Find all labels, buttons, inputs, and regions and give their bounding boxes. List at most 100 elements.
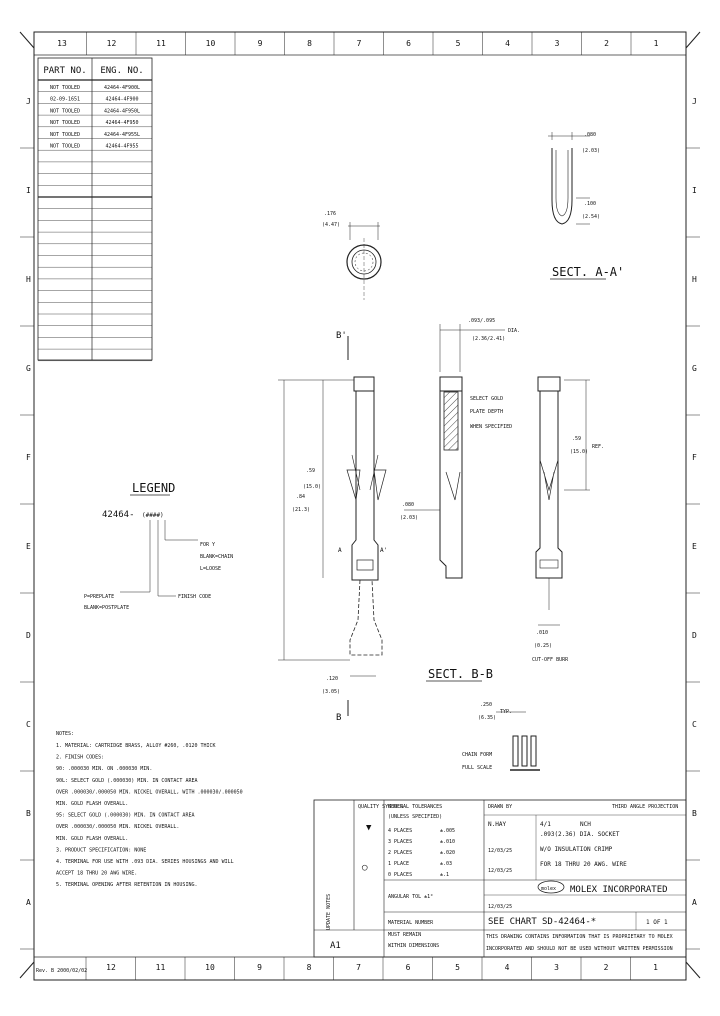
eng-number-cell: 42464-4F955L	[104, 132, 140, 138]
label-a-prime: A'	[380, 547, 387, 554]
section-aa-view: .080 (2.03) .100 (2.54) SECT. A-A'	[548, 132, 624, 280]
zone-bottom-2: 2	[604, 963, 609, 972]
legend: LEGEND 42464- (####) FOR Y BLANK=CHAIN L…	[84, 481, 233, 611]
zone-right-G: G	[692, 364, 697, 373]
legend-finish: FINISH CODE	[178, 594, 211, 600]
title-block: GENERAL TOLERANCES (UNLESS SPECIFIED) QU…	[313, 799, 687, 958]
legend-title: LEGEND	[132, 481, 175, 495]
zone-top-10: 10	[206, 39, 216, 48]
zone-top-13: 13	[57, 39, 67, 48]
part-number-cell: NOT TOOLED	[50, 144, 80, 150]
update-notes: UPDATE NOTES	[326, 894, 332, 930]
upper-dim-mm: (15.0)	[303, 484, 321, 490]
material-note-1: MATERIAL NUMBER	[388, 920, 434, 926]
legend-preplate: P=PREPLATE	[84, 594, 114, 600]
tol-place: 2 PLACES	[388, 850, 412, 856]
gold-note-3: WHEN SPECIFIED	[470, 424, 512, 430]
part-number-cell: NOT TOOLED	[50, 120, 80, 126]
legend-line-3: L=LOOSE	[200, 566, 221, 572]
tol-value: ±.1	[440, 872, 449, 878]
note-line: ACCEPT 18 THRU 20 AWG WIRE.	[56, 871, 137, 877]
zone-bottom-11: 11	[156, 963, 166, 972]
note-line: 3. PRODUCT SPECIFICATION: NONE	[56, 847, 146, 853]
zone-left-F: F	[26, 453, 31, 462]
zone-bottom-7: 7	[356, 963, 361, 972]
zone-top-8: 8	[307, 39, 312, 48]
quality-symbol-2: ◯	[362, 863, 368, 873]
bottom-dim: .120	[326, 676, 338, 682]
bb-title: SECT. B-B	[428, 667, 493, 681]
end-dim-mm: (4.47)	[322, 222, 340, 228]
tol-place: 3 PLACES	[388, 839, 412, 845]
zone-right-F: F	[692, 453, 697, 462]
tolerances-unless: (UNLESS SPECIFIED)	[388, 814, 442, 820]
note-line: MIN. GOLD FLASH OVERALL.	[56, 801, 128, 807]
zone-right-B: B	[692, 809, 697, 818]
dia-dim-mm: (2.36/2.41)	[472, 336, 505, 342]
zone-bottom-6: 6	[406, 963, 411, 972]
zone-left-D: D	[26, 631, 31, 640]
note-line: 1. MATERIAL: CARTRIDGE BRASS, ALLOY #260…	[56, 743, 216, 749]
part-number-cell: 02-09-1651	[50, 97, 80, 103]
note-line: 4. TERMINAL FOR USE WITH .093 DIA. SERIE…	[56, 859, 234, 865]
end-view: .176 (4.47)	[322, 211, 382, 300]
sheet-size: A1	[330, 941, 341, 951]
part-number-cell: NOT TOOLED	[50, 85, 80, 91]
zone-right-C: C	[692, 720, 697, 729]
zone-top-5: 5	[456, 39, 461, 48]
parts-header-part: PART NO.	[43, 66, 86, 76]
title-line-1: .093(2.36) DIA. SOCKET	[540, 831, 620, 838]
zone-top-7: 7	[357, 39, 362, 48]
cutoff-note: CUT-OFF BURR	[532, 657, 569, 663]
end-dim: .176	[324, 211, 336, 217]
bottom-dim-mm: (3.05)	[322, 689, 340, 695]
sheet-number: 1 OF 1	[646, 919, 668, 926]
title-line-3: FOR 18 THRU 20 AWG. WIRE	[540, 861, 627, 868]
logo-text: molex	[541, 886, 556, 892]
zone-left-A: A	[26, 898, 31, 907]
material-note-2: MUST REMAIN	[388, 932, 421, 938]
zone-left-G: G	[26, 364, 31, 373]
aa-dim-top: .080	[584, 132, 596, 138]
parts-table: PART NO. ENG. NO. NOT TOOLED 42464-4F900L…	[37, 57, 153, 361]
notes-block: NOTES: 1. MATERIAL: CARTRIDGE BRASS, ALL…	[56, 731, 243, 888]
zone-bottom-10: 10	[205, 963, 215, 972]
aa-title: SECT. A-A'	[552, 265, 624, 279]
note-line: 5. TERMINAL OPENING AFTER RETENTION IN H…	[56, 882, 197, 888]
zone-bottom-9: 9	[257, 963, 262, 972]
projection: THIRD ANGLE PROJECTION	[612, 804, 678, 810]
tol-place: 0 PLACES	[388, 872, 412, 878]
zone-top-2: 2	[604, 39, 609, 48]
zone-right-E: E	[692, 542, 697, 551]
zone-top-11: 11	[156, 39, 166, 48]
chain-form: .250 (6.35) TYP. CHAIN FORM FULL SCALE	[462, 702, 540, 771]
aa-dim-side-mm: (2.54)	[582, 214, 600, 220]
drawn-date: 12/03/25	[488, 848, 512, 854]
parts-header-eng: ENG. NO.	[100, 66, 143, 76]
eng-number-cell: 42464-4F900L	[104, 85, 140, 91]
see-chart: SEE CHART	[488, 917, 537, 927]
zone-left-C: C	[26, 720, 31, 729]
zone-bottom-5: 5	[455, 963, 460, 972]
zone-top-12: 12	[107, 39, 117, 48]
tol-value: ±.03	[440, 861, 452, 867]
zone-left-H: H	[26, 275, 31, 284]
zone-bottom-3: 3	[554, 963, 559, 972]
zone-left-J: J	[26, 97, 31, 106]
chain-dim: .250	[480, 702, 492, 708]
angular-tol: ANGULAR TOL ±1°	[388, 894, 433, 900]
doc-number: SD-42464-*	[542, 917, 596, 927]
zone-bottom-8: 8	[307, 963, 312, 972]
chain-label-1: CHAIN FORM	[462, 752, 492, 758]
ref-dim: .59	[572, 436, 581, 442]
eng-number-cell: 42464-4F955	[105, 144, 138, 150]
gold-note-2: PLATE DEPTH	[470, 409, 503, 415]
tol-value: ±.020	[440, 850, 455, 856]
legend-mask: (####)	[142, 512, 164, 519]
eng-number-cell: 42464-4F950	[105, 120, 138, 126]
